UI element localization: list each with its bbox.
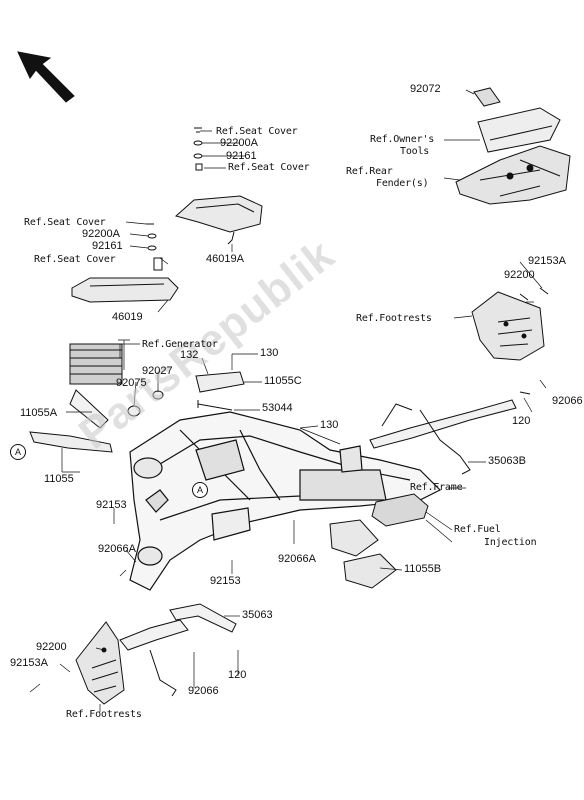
- regulator-part: [69, 343, 123, 429]
- callout-92200-right: 92200: [504, 269, 535, 281]
- callout-120-bottom: 120: [228, 669, 247, 681]
- callout-ref-seat-cover-2: Ref.Seat Cover: [228, 162, 310, 173]
- callout-92072: 92072: [410, 83, 441, 95]
- callout-92153a-left: 92153A: [10, 657, 48, 669]
- plate-11055B: [329, 519, 397, 589]
- callout-ref-seat-cover-1: Ref.Seat Cover: [216, 126, 298, 137]
- callout-ref-owners-tools: Ref.Owner's: [370, 134, 435, 145]
- washers-92075-92027: [127, 390, 164, 417]
- callout-92161-top: 92161: [226, 150, 257, 162]
- callout-92066a-left: 92066A: [98, 543, 136, 555]
- callout-ref-rear-fender-2: Fender(s): [376, 178, 429, 189]
- footrest-bracket-left: [75, 621, 125, 705]
- callout-46019a: 46019A: [206, 253, 244, 265]
- callout-120-right: 120: [512, 415, 531, 427]
- callout-ref-rear-fender: Ref.Rear: [346, 166, 393, 177]
- ref-marker-a-left: A: [10, 444, 26, 460]
- callout-ref-fuel-injection-2: Injection: [484, 537, 537, 548]
- callout-92075: 92075: [116, 377, 147, 389]
- seat-bolts-top: [193, 127, 203, 171]
- callout-92153a-right: 92153A: [528, 255, 566, 267]
- callout-ref-owners-tools-2: Tools: [400, 146, 430, 157]
- callout-35063b: 35063B: [488, 455, 526, 467]
- callout-ref-footrests-right: Ref.Footrests: [356, 313, 432, 324]
- bracket-11055: [29, 431, 113, 453]
- callout-92066a-mid: 92066A: [278, 553, 316, 565]
- callout-92066-right: 92066: [552, 395, 583, 407]
- callout-11055c: 11055C: [264, 375, 302, 387]
- callout-ref-seat-cover-3: Ref.Seat Cover: [24, 217, 106, 228]
- subframe-35063: [119, 603, 237, 697]
- owners-tools-part: [473, 87, 561, 153]
- callout-130-mid: 130: [320, 419, 339, 431]
- bracket-11055C: [195, 371, 245, 393]
- callout-ref-seat-cover-4: Ref.Seat Cover: [34, 254, 116, 265]
- callout-92161-left: 92161: [92, 240, 123, 252]
- callout-11055a: 11055A: [20, 407, 58, 419]
- bolt-53044: [197, 400, 233, 411]
- callout-92153-mid: 92153: [210, 575, 241, 587]
- callout-53044: 53044: [262, 402, 293, 414]
- ref-marker-a-frame: A: [192, 482, 208, 498]
- main-frame: [129, 411, 442, 591]
- callout-11055b: 11055B: [404, 563, 442, 575]
- seat-bolts-left: [146, 223, 157, 251]
- callout-92200-left: 92200: [36, 641, 67, 653]
- callout-92200a-top: 92200A: [220, 137, 258, 149]
- fuel-injection-cover: [371, 493, 429, 527]
- direction-arrow-icon: [17, 51, 75, 103]
- callout-ref-footrests-left: Ref.Footrests: [66, 709, 142, 720]
- callout-92027: 92027: [142, 365, 173, 377]
- callout-11055: 11055: [44, 473, 74, 485]
- callout-35063: 35063: [242, 609, 273, 621]
- callout-92066-bottom: 92066: [188, 685, 219, 697]
- callout-92200a-left: 92200A: [82, 228, 120, 240]
- leader-lines: [29, 89, 547, 712]
- footrest-bracket-right: [471, 291, 545, 361]
- callout-130-top: 130: [260, 347, 279, 359]
- callout-132: 132: [180, 349, 199, 361]
- callout-92153-left: 92153: [96, 499, 127, 511]
- seat-cover-upper: [174, 195, 263, 245]
- callout-ref-frame: Ref.Frame: [410, 482, 463, 493]
- callout-ref-generator: Ref.Generator: [142, 339, 218, 350]
- rear-fender-part: [455, 145, 571, 205]
- callout-46019: 46019: [112, 311, 143, 323]
- seat-cover-lower: [71, 257, 179, 303]
- subframe-35063B: [369, 399, 517, 475]
- callout-ref-fuel-injection: Ref.Fuel: [454, 524, 501, 535]
